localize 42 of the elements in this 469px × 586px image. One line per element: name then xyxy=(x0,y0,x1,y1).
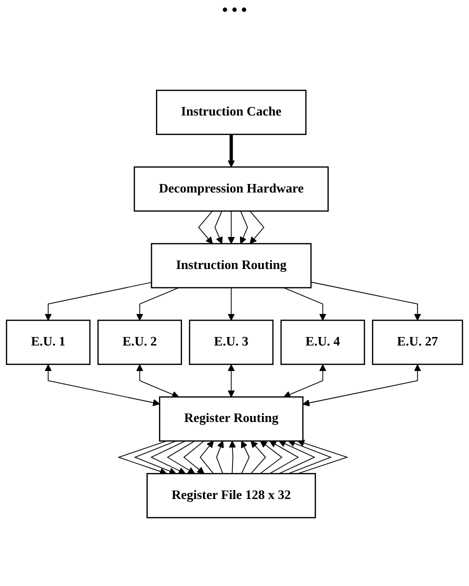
arrow xyxy=(198,210,213,244)
arrow xyxy=(214,210,223,244)
arrow xyxy=(278,440,316,474)
arrow xyxy=(310,282,422,321)
node-box: Instruction Routing xyxy=(150,243,312,288)
arrow xyxy=(228,287,235,321)
arrow xyxy=(134,440,176,475)
arrow xyxy=(136,287,180,321)
arrow xyxy=(166,440,196,474)
arrow xyxy=(150,440,186,474)
arrow xyxy=(241,440,250,474)
arrow xyxy=(228,364,235,398)
arrow xyxy=(44,364,160,406)
node-box: E.U. 3 xyxy=(188,320,274,365)
arrow xyxy=(44,282,152,321)
arrow xyxy=(288,440,332,474)
ellipsis-dots: • • • xyxy=(222,2,247,19)
arrow xyxy=(250,440,266,474)
node-box: E.U. 4 xyxy=(280,320,366,365)
node-box: Register Routing xyxy=(159,396,304,442)
arrow xyxy=(302,364,422,406)
arrow xyxy=(240,210,248,244)
node-box: Instruction Cache xyxy=(156,90,306,135)
node-box: Decompression Hardware xyxy=(134,166,329,212)
arrow xyxy=(216,440,224,474)
arrow xyxy=(283,364,326,398)
arrow xyxy=(228,210,235,244)
arrow xyxy=(228,134,235,168)
arrow xyxy=(283,287,326,321)
arrow xyxy=(269,440,299,474)
arrow xyxy=(183,440,204,474)
arrow xyxy=(297,440,348,474)
arrow xyxy=(228,440,236,474)
arrow xyxy=(250,210,264,244)
node-box: E.U. 27 xyxy=(372,320,464,365)
arrow xyxy=(200,440,214,474)
arrow xyxy=(117,440,167,475)
node-box: Register File 128 x 32 xyxy=(146,473,316,518)
node-box: E.U. 2 xyxy=(97,320,182,365)
arrow xyxy=(260,440,282,474)
arrow xyxy=(136,364,179,398)
node-box: E.U. 1 xyxy=(6,320,90,365)
